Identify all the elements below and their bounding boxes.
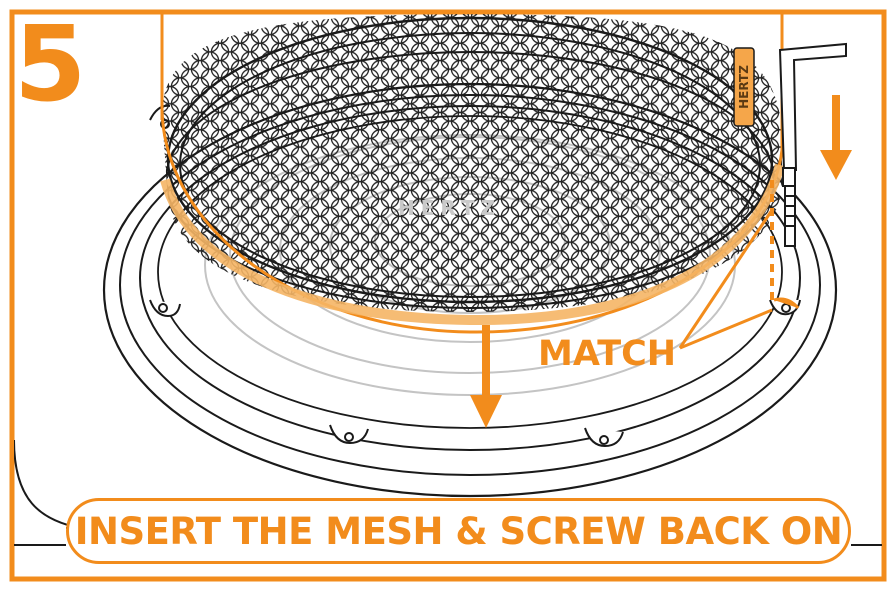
cone-brand-logo: HERTZ bbox=[398, 196, 502, 220]
brand-tag: HERTZ bbox=[734, 48, 754, 126]
hex-key-icon bbox=[778, 42, 847, 247]
outer-frame bbox=[9, 9, 887, 582]
match-label: MATCH bbox=[538, 334, 677, 374]
caption-box: INSERT THE MESH & SCREW BACK ON bbox=[66, 498, 851, 564]
step-number: 5 bbox=[14, 3, 86, 125]
down-arrow-icon bbox=[820, 95, 852, 180]
brand-tag bbox=[733, 47, 755, 127]
brand-tag-text: HERTZ bbox=[737, 65, 751, 109]
caption-text: INSERT THE MESH & SCREW BACK ON bbox=[74, 509, 843, 553]
down-arrow-icon bbox=[470, 325, 502, 428]
mesh-grille bbox=[160, 14, 785, 334]
mounting-tabs bbox=[149, 104, 801, 448]
